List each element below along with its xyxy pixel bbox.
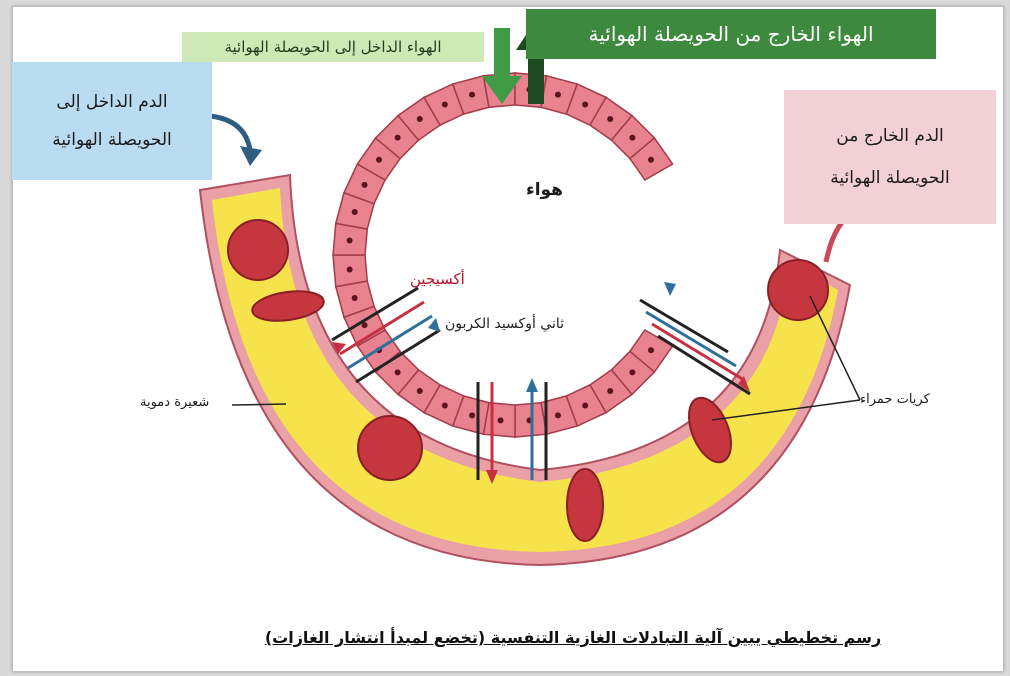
co2-arrow-head [664, 282, 676, 296]
cell-nucleus [629, 135, 635, 141]
cell-nucleus [498, 417, 504, 423]
red-cells-label: كريات حمراء [860, 392, 930, 407]
cell-nucleus [469, 412, 475, 418]
cell-nucleus [442, 402, 448, 408]
blood-in-line2: الحويصلة الهوائية [52, 121, 172, 159]
cell-nucleus [555, 412, 561, 418]
cell-nucleus [395, 135, 401, 141]
cell-nucleus [352, 295, 358, 301]
cell-nucleus [582, 402, 588, 408]
cell-nucleus [582, 102, 588, 108]
air-label: هواء [526, 180, 563, 200]
cell-nucleus [607, 116, 613, 122]
cell-nucleus [555, 92, 561, 98]
red-blood-cell [228, 220, 288, 280]
blood-in-box: الدم الداخل إلى الحويصلة الهوائية [12, 62, 212, 180]
oxygen-label: أكسيجين [410, 270, 465, 288]
cell-nucleus [347, 238, 353, 244]
cell-nucleus [376, 157, 382, 163]
alveolus-epithelium [333, 73, 673, 437]
cell-nucleus [629, 369, 635, 375]
blood-in-arrow-head [240, 146, 262, 166]
blood-out-box: الدم الخارج من الحويصلة الهوائية [784, 90, 996, 224]
cell-nucleus [648, 157, 654, 163]
red-blood-cell [768, 260, 828, 320]
cell-nucleus [347, 266, 353, 272]
co2-label: ثاني أوكسيد الكربون [445, 316, 564, 332]
cell-nucleus [648, 347, 654, 353]
cell-nucleus [442, 102, 448, 108]
cell-nucleus [362, 182, 368, 188]
blood-in-line1: الدم الداخل إلى [56, 83, 167, 121]
blood-in-arrow [210, 116, 250, 150]
cell-nucleus [417, 116, 423, 122]
diagram-caption: رسم تخطيطي يبين آلية التبادلات الغازية ا… [228, 628, 918, 647]
cell-nucleus [395, 369, 401, 375]
red-blood-cell [358, 416, 422, 480]
red-blood-cell [567, 469, 603, 541]
cell-nucleus [607, 388, 613, 394]
capillary-pointer [232, 404, 286, 405]
cell-nucleus [417, 388, 423, 394]
air-in-label: الهواء الداخل إلى الحويصلة الهوائية [182, 32, 484, 62]
co2-arrow-head [428, 318, 440, 332]
cell-nucleus [469, 92, 475, 98]
cell-nucleus [352, 209, 358, 215]
air-out-label: الهواء الخارج من الحويصلة الهوائية [526, 9, 936, 59]
blood-out-line2: الحويصلة الهوائية [830, 157, 950, 199]
blood-out-line1: الدم الخارج من [836, 115, 943, 157]
capillary-label: شعيرة دموية [140, 395, 209, 410]
co2-arrow-head [526, 378, 538, 392]
